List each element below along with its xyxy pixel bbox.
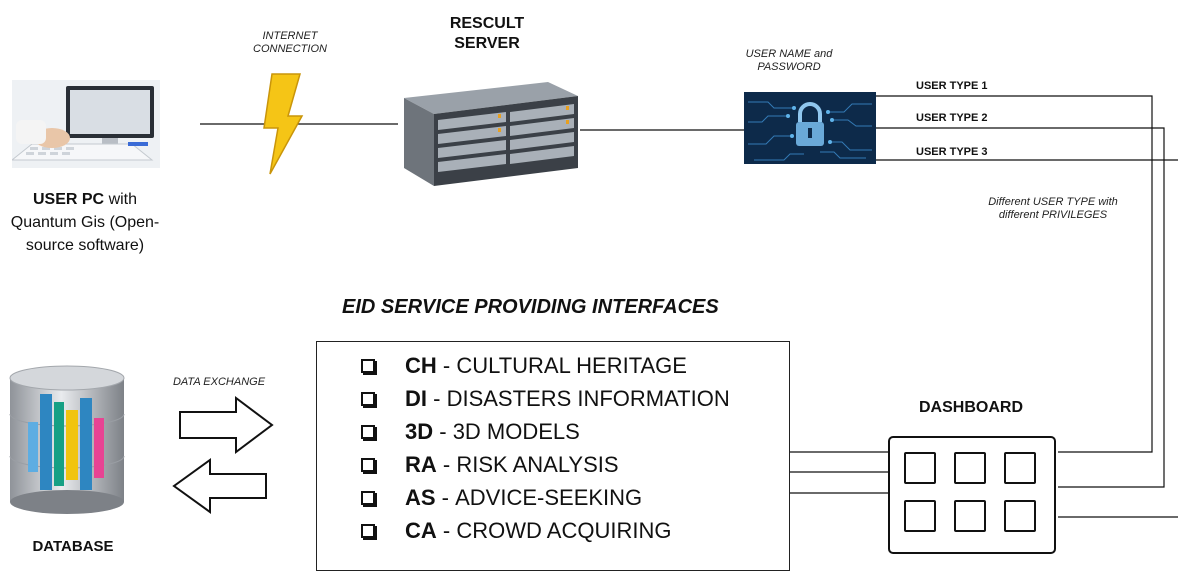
privileges-note: Different USER TYPE with different PRIVI… (988, 196, 1118, 221)
connection-lines (200, 95, 1178, 518)
service-name: CULTURAL HERITAGE (456, 353, 687, 378)
internet-connection-label: INTERNET CONNECTION (253, 30, 327, 55)
dashboard-cell (904, 452, 936, 484)
service-item-di[interactable]: DI - DISASTERS INFORMATION (361, 383, 730, 415)
checkbox-icon[interactable] (361, 359, 375, 373)
computer-icon (10, 80, 160, 168)
service-code: CA (405, 518, 437, 543)
line-user-type-2 (876, 127, 1165, 488)
service-name: 3D MODELS (452, 419, 580, 444)
service-item-ra[interactable]: RA - RISK ANALYSIS (361, 449, 619, 481)
service-separator: - (436, 518, 457, 543)
line-user-type-1 (876, 95, 1153, 453)
service-item-3d[interactable]: 3D - 3D MODELS (361, 416, 580, 448)
dashboard-cell (904, 500, 936, 532)
lightning-icon (262, 72, 304, 176)
dashboard-cell (954, 500, 986, 532)
service-name: CROWD ACQUIRING (456, 518, 672, 543)
dashboard-cell (954, 452, 986, 484)
service-item-as[interactable]: AS - ADVICE-SEEKING (361, 482, 642, 514)
dashboard-title: DASHBOARD (919, 399, 1023, 416)
service-item-ch[interactable]: CH - CULTURAL HERITAGE (361, 350, 687, 382)
user-pc-label: USER PC with Quantum Gis (Open-source so… (8, 188, 162, 257)
arrow-left-icon (172, 458, 268, 514)
service-code: AS (405, 485, 436, 510)
database-label: DATABASE (32, 538, 114, 555)
user-pc-bold: USER PC (32, 191, 105, 208)
user-type-3-label: USER TYPE 3 (916, 146, 988, 158)
interfaces-title: EID SERVICE PROVIDING INTERFACES (342, 296, 719, 318)
user-type-1-label: USER TYPE 1 (916, 80, 988, 92)
services-list: CH - CULTURAL HERITAGE DI - DISASTERS IN… (316, 341, 790, 571)
service-item-ca[interactable]: CA - CROWD ACQUIRING (361, 515, 671, 547)
checkbox-icon[interactable] (361, 524, 375, 538)
service-name: RISK ANALYSIS (456, 452, 619, 477)
service-separator: - (435, 485, 456, 510)
service-separator: - (436, 353, 457, 378)
service-code: DI (405, 386, 427, 411)
user-name-password-label: USER NAME and PASSWORD (745, 48, 833, 73)
checkbox-icon[interactable] (361, 491, 375, 505)
user-type-2-label: USER TYPE 2 (916, 112, 988, 124)
service-name: ADVICE-SEEKING (455, 485, 643, 510)
dashboard-cell (1004, 452, 1036, 484)
server-title: RESCULT SERVER (449, 15, 525, 52)
service-separator: - (436, 452, 457, 477)
service-name: DISASTERS INFORMATION (446, 386, 730, 411)
checkbox-icon[interactable] (361, 392, 375, 406)
dashboard-icon (888, 436, 1056, 554)
checkbox-icon[interactable] (361, 425, 375, 439)
service-code: RA (405, 452, 437, 477)
service-code: CH (405, 353, 437, 378)
service-separator: - (433, 419, 453, 444)
lock-icon (744, 92, 876, 164)
database-icon (6, 364, 128, 516)
dashboard-cell (1004, 500, 1036, 532)
checkbox-icon[interactable] (361, 458, 375, 472)
service-separator: - (427, 386, 447, 411)
server-icon (398, 76, 582, 190)
user-pc-description: with Quantum Gis (Open-source software) (10, 191, 160, 254)
service-code: 3D (405, 419, 434, 444)
data-exchange-label: DATA EXCHANGE (172, 376, 266, 388)
arrow-right-icon (178, 396, 274, 454)
